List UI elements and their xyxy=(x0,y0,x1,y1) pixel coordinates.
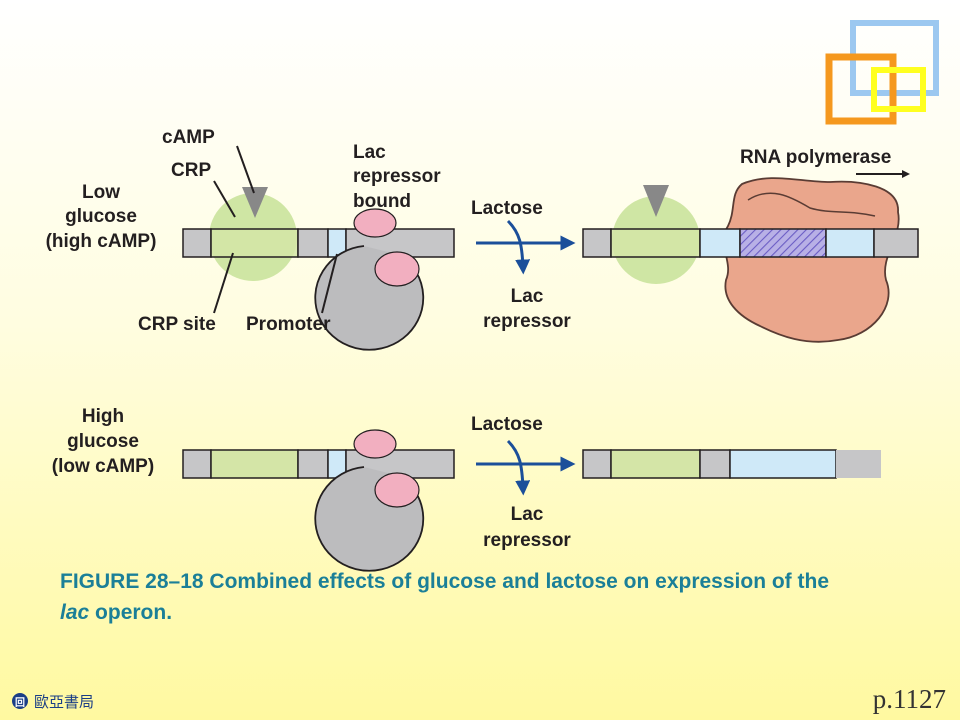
bottom-lac-repressor xyxy=(314,429,425,572)
promoter-pointer xyxy=(321,253,338,314)
publisher-mark: 回 歐亞書局 xyxy=(12,690,94,712)
svg-text:repressor: repressor xyxy=(483,311,571,332)
page-number: p.1127 xyxy=(872,684,946,714)
svg-text:Lactose: Lactose xyxy=(471,198,543,219)
top-condition-label: Low glucose (high cAMP) xyxy=(46,182,157,252)
crp-site-segment xyxy=(210,228,299,258)
camp-pointer xyxy=(236,145,255,194)
bottom-condition-label: High glucose (low cAMP) xyxy=(52,406,154,477)
top-condition-line-2: glucose xyxy=(65,206,137,227)
top-condition-line-3: (high cAMP) xyxy=(46,231,157,252)
bottom-left-dna xyxy=(182,449,455,479)
svg-text:Lac: Lac xyxy=(353,142,386,163)
crp-site-label: CRP site xyxy=(138,314,216,335)
top-left-dna xyxy=(182,228,455,258)
publisher-logo-icon: 回 xyxy=(12,693,28,709)
svg-text:bound: bound xyxy=(353,191,411,212)
camp-molecule xyxy=(242,187,268,218)
top-lactose-arrow: Lactose Lac repressor xyxy=(471,198,576,332)
rna-polymerase xyxy=(722,177,900,343)
top-condition-line-1: Low xyxy=(82,182,120,203)
crp-pointer xyxy=(213,180,236,218)
repressor-bound-label: Lac repressor bound xyxy=(353,142,441,212)
camp-label: cAMP xyxy=(162,127,215,148)
bottom-condition-line-1: High xyxy=(82,406,124,427)
svg-text:repressor: repressor xyxy=(483,530,571,551)
publisher-name: 歐亞書局 xyxy=(34,692,95,711)
transcribed-region xyxy=(739,228,827,258)
top-right-dna xyxy=(582,228,919,258)
svg-text:Lactose: Lactose xyxy=(471,414,543,435)
bottom-lactose-arrow: Lactose Lac repressor xyxy=(471,414,576,551)
top-lac-repressor xyxy=(314,208,425,351)
svg-text:Lac: Lac xyxy=(511,286,544,307)
rna-polymerase-label: RNA polymerase xyxy=(740,147,891,168)
svg-text:Lac: Lac xyxy=(511,504,544,525)
camp-molecule-active xyxy=(643,185,669,217)
figure-caption: FIGURE 28–18 Combined effects of glucose… xyxy=(60,570,830,624)
promoter-label: Promoter xyxy=(246,314,331,335)
svg-text:repressor: repressor xyxy=(353,166,441,187)
decorative-squares xyxy=(825,20,939,125)
caption-italic-lac: lac xyxy=(60,601,90,624)
crp-label: CRP xyxy=(171,160,211,181)
bottom-condition-line-2: glucose xyxy=(67,431,139,452)
bottom-condition-line-3: (low cAMP) xyxy=(52,456,154,477)
bottom-right-dna xyxy=(582,449,881,479)
crp-site-pointer xyxy=(213,252,234,314)
